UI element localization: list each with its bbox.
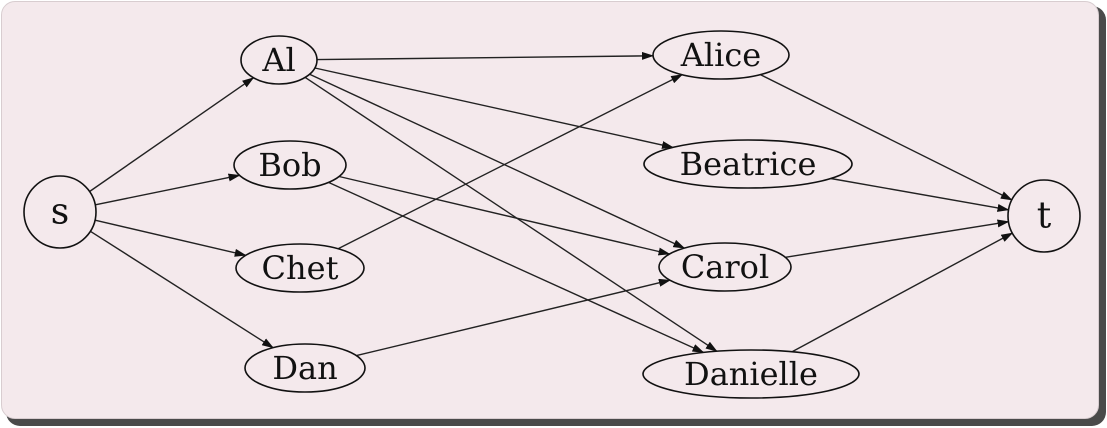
edge-al-to-beatrice [314, 67, 674, 149]
node-danielle-label: Danielle [684, 355, 818, 393]
node-s: s [23, 175, 97, 249]
edges-layer [89, 51, 1014, 357]
node-dan-label: Dan [272, 349, 337, 387]
node-alice-shape [652, 30, 790, 80]
node-beatrice-shape [643, 139, 853, 189]
node-al: Al [240, 35, 318, 85]
edge-dan-to-carol [356, 278, 671, 357]
node-alice-label: Alice [680, 36, 761, 74]
node-t-label: t [1037, 196, 1052, 237]
edge-bob-to-danielle [328, 181, 705, 354]
edge-carol-to-t [785, 219, 1010, 258]
edge-beatrice-to-t [830, 177, 1010, 212]
edge-bob-to-carol [338, 175, 671, 256]
node-s-shape [23, 175, 97, 249]
edge-s-to-bob [95, 173, 241, 206]
edge-danielle-to-t [791, 232, 1014, 353]
edge-chet-to-alice [337, 74, 683, 250]
edge-s-to-al [89, 77, 255, 193]
edge-al-to-alice [316, 51, 654, 61]
edge-al-to-danielle [304, 76, 718, 352]
node-chet-label: Chet [262, 249, 339, 287]
node-bob-label: Bob [258, 146, 321, 184]
nodes-layer: s Al Bob Chet Dan Alice Beatrice Carol [23, 30, 1081, 399]
edge-s-to-dan [90, 230, 274, 349]
node-carol-label: Carol [681, 248, 769, 286]
edge-alice-to-t [759, 73, 1013, 201]
node-beatrice: Beatrice [643, 139, 853, 189]
node-t-shape [1007, 179, 1081, 253]
node-chet-shape [235, 243, 365, 293]
edge-s-to-chet [94, 219, 247, 257]
edge-al-to-carol [309, 73, 686, 249]
node-chet: Chet [235, 243, 365, 293]
node-danielle: Danielle [642, 349, 860, 399]
node-t: t [1007, 179, 1081, 253]
node-bob-shape [233, 140, 347, 190]
node-carol-shape [658, 242, 792, 292]
node-al-label: Al [261, 41, 295, 79]
node-carol: Carol [658, 242, 792, 292]
node-dan: Dan [244, 343, 366, 393]
node-s-label: s [51, 192, 69, 233]
node-beatrice-label: Beatrice [680, 145, 817, 183]
diagram-card [1, 1, 1099, 419]
node-danielle-shape [642, 349, 860, 399]
node-al-shape [240, 35, 318, 85]
node-bob: Bob [233, 140, 347, 190]
node-dan-shape [244, 343, 366, 393]
node-alice: Alice [652, 30, 790, 80]
